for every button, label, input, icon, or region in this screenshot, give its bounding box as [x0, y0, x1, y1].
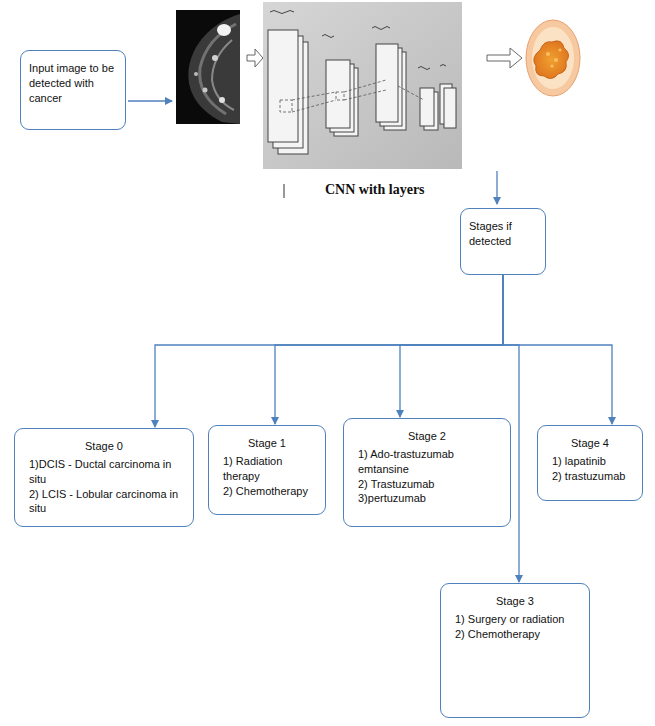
- mammogram-image-part: [188, 14, 240, 124]
- tumor-illustration-part: [534, 41, 569, 79]
- flow-connector: [155, 275, 503, 427]
- tumor-illustration-part: [546, 52, 550, 56]
- stage-box: Stage 3 1) Surgery or radiation2) Chemoth…: [440, 583, 590, 718]
- flow-arrow: [128, 100, 172, 101]
- cnn-sketch-part-part: [398, 86, 424, 100]
- mammogram-image-part: [212, 40, 234, 110]
- stage-box: Stage 1 1) Radiation therapy2) Chemothera…: [208, 425, 326, 515]
- box-text: Input image to be detected with cancer: [29, 61, 117, 106]
- box-text: Stages if detected: [469, 219, 537, 249]
- treatment-item: 2) LCIS - Lobular carcinoma in situ: [23, 487, 185, 517]
- cnn-sketch-part-part: [344, 80, 386, 92]
- cnn-sketch-part-part: [420, 88, 434, 126]
- treatment-item: 2) Trastuzumab: [352, 477, 502, 492]
- stage-box: Stage 4 1) lapatinib2) trastuzumab: [537, 425, 643, 501]
- treatment-item: 3)pertuzumab: [352, 491, 502, 506]
- treatment-item: 2) Chemotherapy: [217, 484, 317, 499]
- cnn-sketch-part-part: [376, 44, 398, 122]
- cnn-sketch-part: [263, 2, 462, 169]
- cnn-sketch-part-part: [418, 67, 430, 70]
- tumor-illustration: [526, 20, 580, 96]
- cnn-sketch-part-part: [372, 27, 390, 30]
- tumor-illustration-part: [526, 20, 580, 96]
- stage-heading: Stage 2: [352, 429, 502, 444]
- treatment-item: 1) Ado-trastuzumab emtansine: [352, 447, 502, 477]
- hollow-arrow: [487, 48, 522, 68]
- tumor-illustration-part: [550, 64, 553, 67]
- stages-box: Stages if detected: [460, 208, 546, 275]
- treatment-item: 1)DCIS - Ductal carcinoma in situ: [23, 457, 185, 487]
- flow-connector: [400, 275, 503, 417]
- mammogram-image-part: [194, 72, 198, 76]
- cnn-sketch-part-part: [344, 90, 386, 100]
- cnn-sketch-part-part: [292, 92, 336, 100]
- treatment-item: 1) Surgery or radiation: [449, 612, 581, 627]
- cnn-sketch: [263, 2, 462, 169]
- cnn-sketch-part: [268, 30, 456, 154]
- stage-heading: Stage 0: [23, 439, 185, 454]
- cnn-sketch-part-part: [440, 65, 446, 67]
- treatment-item: 1) Radiation therapy: [217, 454, 317, 484]
- cnn-sketch-part-part: [336, 92, 344, 100]
- mammogram-image-part: [217, 24, 231, 36]
- stage-box: Stage 0 1)DCIS - Ductal carcinoma in situ…: [14, 428, 194, 527]
- mammogram-image-part: [219, 97, 225, 103]
- flow-connector: [275, 275, 503, 424]
- treatment-item: 2) trastuzumab: [546, 469, 634, 484]
- mammogram-image-part: [203, 88, 208, 93]
- cnn-sketch-part: [280, 80, 424, 112]
- mammogram-image: [176, 10, 240, 124]
- stage-heading: Stage 4: [546, 436, 634, 451]
- tick-mark: [284, 184, 285, 198]
- treatment-item: 2) Chemotherapy: [449, 627, 581, 642]
- cnn-sketch-part-part: [326, 60, 350, 128]
- cnn-sketch-part-part: [268, 30, 298, 142]
- stage-box: Stage 2 1) Ado-trastuzumab emtansine2) Tr…: [343, 418, 511, 527]
- hollow-arrow: [247, 49, 263, 67]
- mammogram-image-part: [212, 55, 218, 61]
- stage-heading: Stage 3: [449, 594, 581, 609]
- tumor-illustration-part: [532, 27, 574, 89]
- cnn-sketch-part: [270, 11, 446, 70]
- treatment-item: 1) lapatinib: [546, 454, 634, 469]
- caption-label: CNN with layers: [325, 182, 425, 198]
- cnn-sketch-part-part: [444, 88, 456, 128]
- stage-heading: Stage 1: [217, 436, 317, 451]
- flow-arrow: [496, 171, 497, 204]
- cnn-sketch-part-part: [270, 11, 294, 14]
- cnn-sketch-part-part: [322, 35, 334, 38]
- input-box: Input image to be detected with cancer: [20, 50, 126, 130]
- mammogram-image-part: [200, 24, 236, 114]
- cnn-sketch-part-part: [292, 100, 336, 112]
- tumor-illustration-part: [558, 48, 561, 51]
- tumor-illustration-part: [554, 58, 558, 62]
- mammogram-image-part: [176, 10, 240, 124]
- cnn-sketch-part-part: [280, 100, 292, 112]
